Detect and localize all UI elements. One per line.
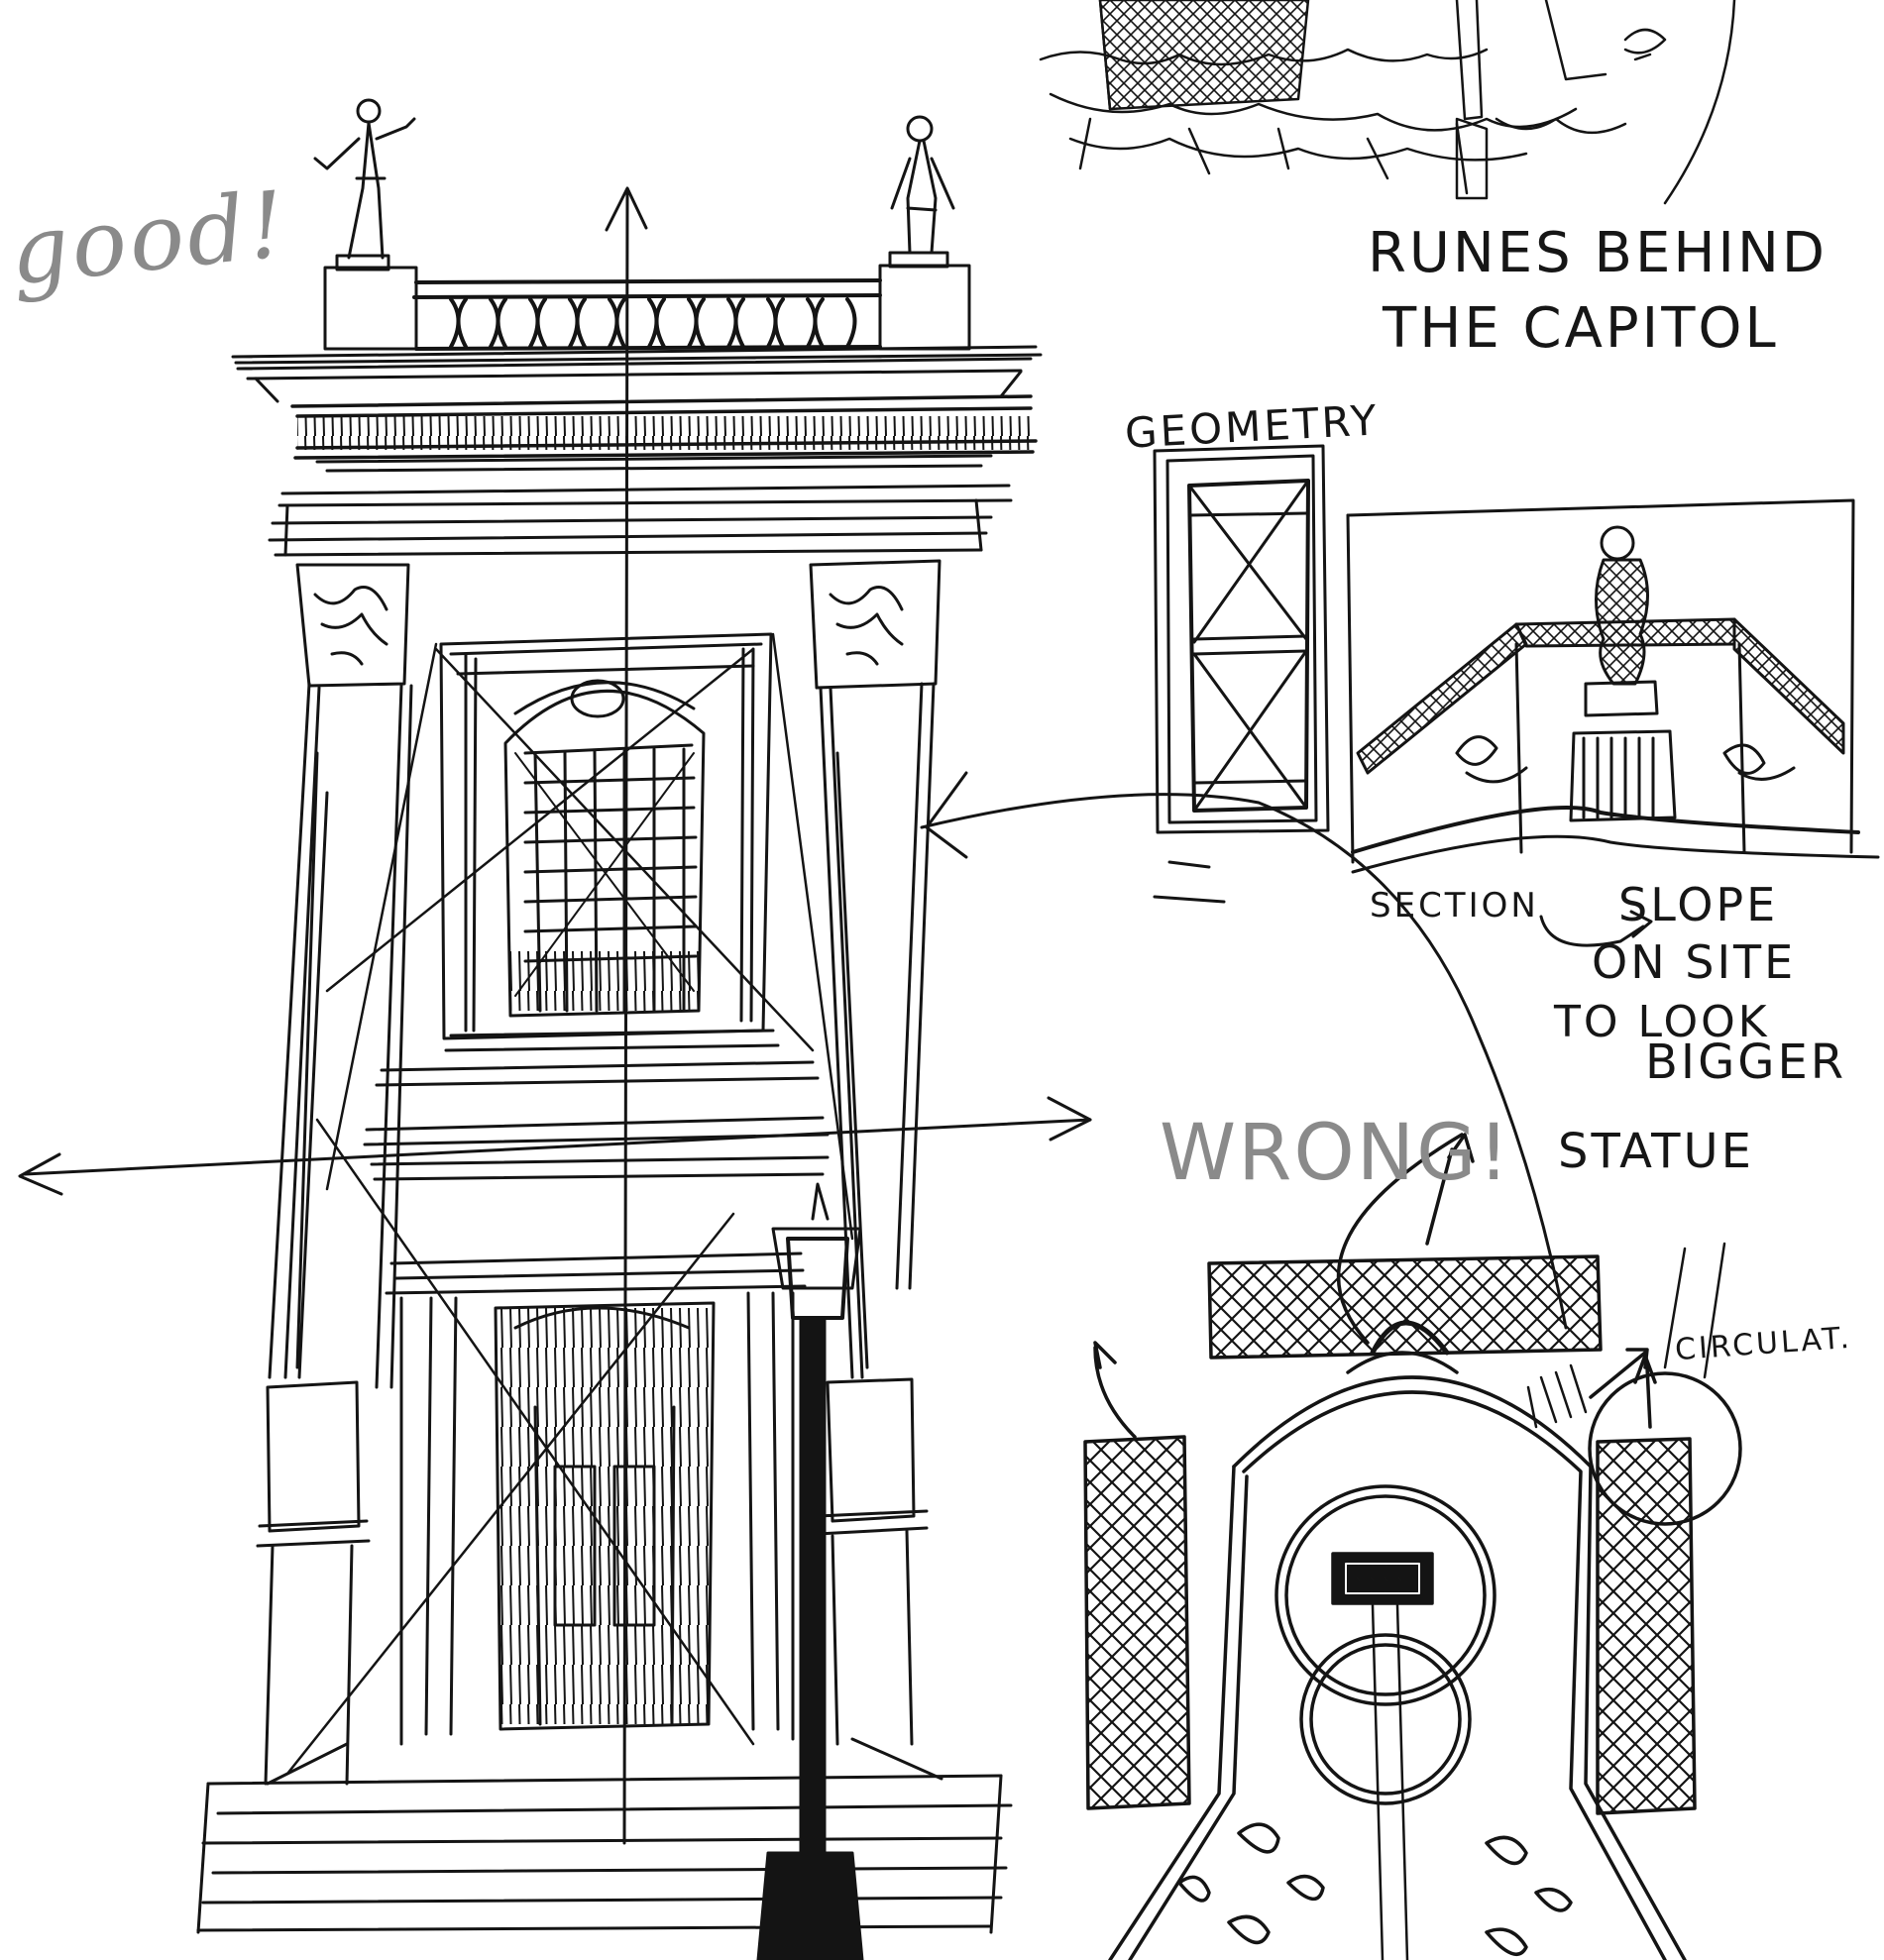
note-geometry: GEOMETRY xyxy=(1123,395,1381,458)
entablature xyxy=(268,484,1013,557)
cornice xyxy=(231,345,1043,473)
note-slope-line2: ON SITE xyxy=(1592,935,1797,989)
pilaster-right xyxy=(819,682,936,1379)
facade-sketch xyxy=(18,98,1092,1960)
plan-rotunda xyxy=(1274,1484,1496,1706)
plinth-right xyxy=(816,1377,929,1746)
note-statue: STATUE xyxy=(1558,1124,1754,1179)
capital-right xyxy=(809,559,942,690)
plinth-left xyxy=(256,1380,371,1786)
plan-diagram xyxy=(1083,1133,1742,1960)
note-circulation: CIRCULAT. xyxy=(1673,1320,1853,1368)
section-drawing xyxy=(1346,498,1880,874)
note-slope-line3: TO LOOK xyxy=(1554,997,1770,1047)
plan-top-block xyxy=(1207,1254,1603,1360)
note-wrong: WRONG! xyxy=(1160,1109,1511,1198)
note-section: SECTION xyxy=(1370,886,1539,926)
mid-cornice xyxy=(363,1060,830,1181)
note-ruins-line2: THE CAPITOL xyxy=(1383,296,1779,361)
window-aedicule xyxy=(439,632,780,1052)
capital-left xyxy=(295,563,410,688)
ruins-sketch xyxy=(1039,0,1736,205)
entrance-steps xyxy=(196,1737,1013,1934)
pilaster-left xyxy=(268,682,413,1389)
note-ruins-line1: RUNES BEHIND xyxy=(1368,221,1828,285)
note-slope-line4: BIGGER xyxy=(1645,1034,1847,1090)
balustrade xyxy=(412,278,882,351)
plan-left-block xyxy=(1083,1435,1191,1810)
geometry-diagram xyxy=(1153,444,1330,834)
rooftop-statue-left xyxy=(313,98,416,272)
axis-arrows xyxy=(18,186,1092,1845)
note-good: good! xyxy=(5,170,293,306)
lamp-post xyxy=(756,1182,864,1960)
door-portal xyxy=(385,1252,807,1746)
construction-lines xyxy=(285,632,854,1776)
plan-right-block xyxy=(1596,1437,1697,1815)
note-slope-line1: SLOPE xyxy=(1618,878,1779,931)
slope-curve-arrow xyxy=(920,771,1653,1330)
attic-pedestal-left xyxy=(323,266,418,351)
